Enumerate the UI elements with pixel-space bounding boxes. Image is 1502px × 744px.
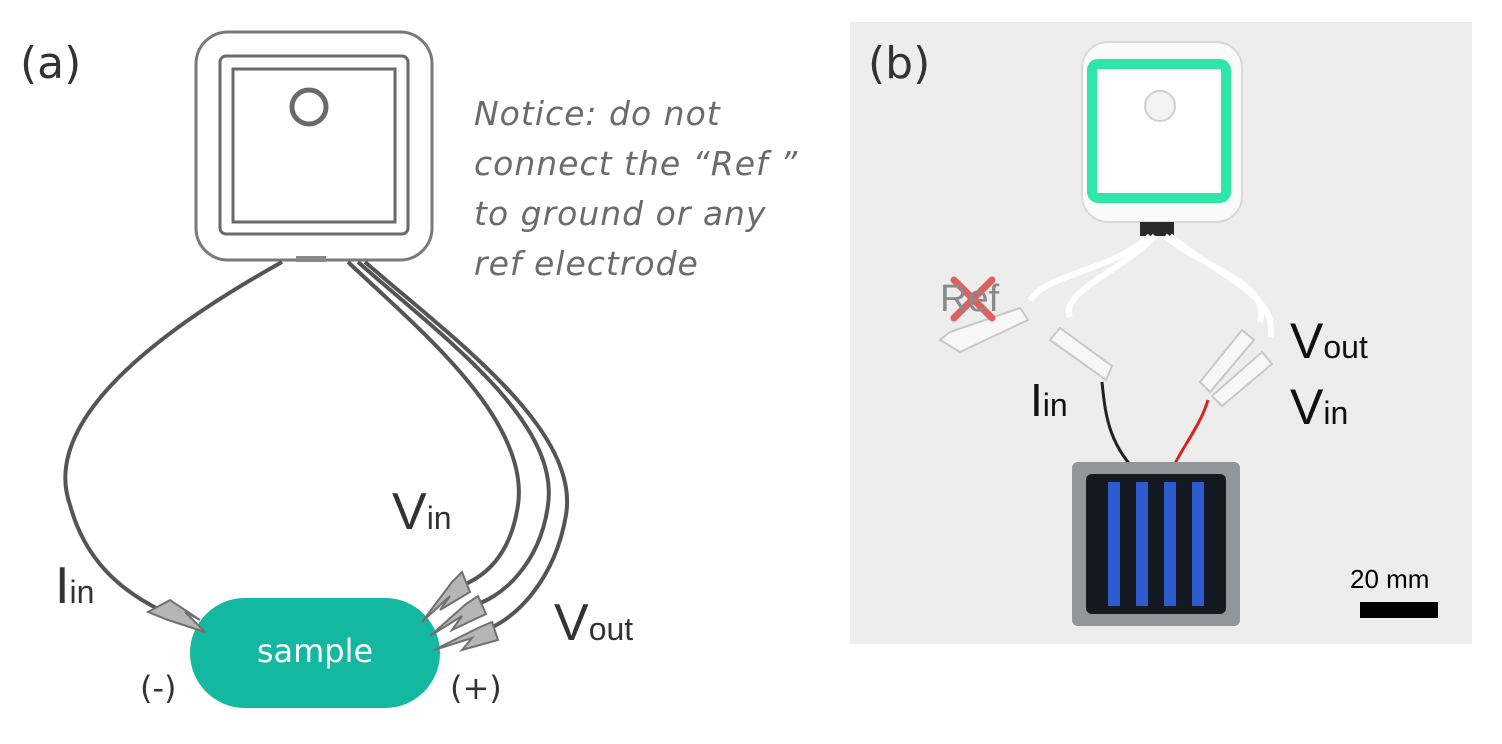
wire-v-out-1 <box>356 260 551 608</box>
scale-bar <box>1360 602 1438 618</box>
ref-cross-icon <box>950 276 996 322</box>
label-main: I <box>1030 374 1043 426</box>
solar-stripe <box>1164 482 1176 606</box>
solar-stripe <box>1108 482 1120 606</box>
polarity-minus: (-) <box>140 669 177 707</box>
cable-v-out <box>1163 233 1265 323</box>
cable-v-in <box>1168 233 1275 338</box>
wire-v-in <box>346 260 521 590</box>
scale-bar-label: 20 mm <box>1350 564 1430 594</box>
label-main: V <box>1290 313 1324 369</box>
sample-label: sample <box>256 632 374 670</box>
wire-v-out-2 <box>363 260 570 632</box>
clip-ref-icon <box>938 306 1030 354</box>
red-lead <box>1170 399 1210 471</box>
label-i-in-b: Iin <box>1030 377 1068 423</box>
ref-label: Ref <box>940 278 1000 320</box>
clip-v-in-icon <box>1210 350 1274 408</box>
label-i-in-a: Iin <box>55 560 94 612</box>
label-sub: in <box>69 574 95 610</box>
label-v-out-a: Vout <box>554 597 633 649</box>
label-sub: in <box>426 500 452 536</box>
clip-i-in-icon <box>1048 326 1114 382</box>
led-ring <box>1087 59 1231 203</box>
panel-a-label: (a) <box>20 38 82 89</box>
device-inner-frame <box>218 54 410 236</box>
sample-body <box>190 598 440 708</box>
clip-v-out-icon-2 <box>433 620 500 652</box>
label-main: V <box>392 483 427 541</box>
notice-line: to ground or any <box>474 194 767 233</box>
label-main: V <box>1290 379 1324 435</box>
clip-v-out-icon-1 <box>429 594 488 637</box>
notice-line: ref electrode <box>474 244 699 283</box>
device-screen <box>231 67 397 224</box>
clip-v-in-icon <box>421 570 472 623</box>
label-sub: out <box>1323 329 1368 365</box>
device-connector <box>1140 222 1174 236</box>
device-button-icon <box>289 87 329 127</box>
label-v-in-b: Vin <box>1290 382 1348 432</box>
notice-text: Notice: do not connect the “Ref ” to gro… <box>474 89 834 289</box>
photo-illustration <box>938 41 1438 626</box>
device-outer-frame <box>194 30 434 262</box>
device-button-icon <box>1144 90 1176 122</box>
solar-stripe <box>1136 482 1148 606</box>
cable-ref <box>1027 233 1153 302</box>
notice-line: Notice: do not <box>474 94 721 133</box>
label-sub: in <box>1042 387 1068 423</box>
panel-a-schematic <box>63 30 570 708</box>
cable-i-in <box>1065 233 1158 319</box>
label-main: V <box>554 594 589 652</box>
label-v-out-b: Vout <box>1290 316 1368 366</box>
clip-v-out-icon <box>1198 328 1256 394</box>
photo-panel <box>850 22 1472 644</box>
label-main: I <box>55 557 70 615</box>
panel-b-label: (b) <box>868 38 931 89</box>
clip-i-in-icon <box>145 598 206 633</box>
black-lead <box>1100 381 1137 472</box>
device-face <box>1100 72 1218 190</box>
solar-panel <box>1086 474 1226 614</box>
label-sub: out <box>588 611 634 647</box>
label-sub: in <box>1323 395 1349 431</box>
polarity-plus: (+) <box>450 669 502 707</box>
notice-line: connect the “Ref ” <box>474 144 799 183</box>
solar-stripe <box>1192 482 1204 606</box>
device-connector <box>296 256 326 262</box>
label-v-in-a: Vin <box>392 486 452 538</box>
wire-i-in <box>63 260 283 612</box>
